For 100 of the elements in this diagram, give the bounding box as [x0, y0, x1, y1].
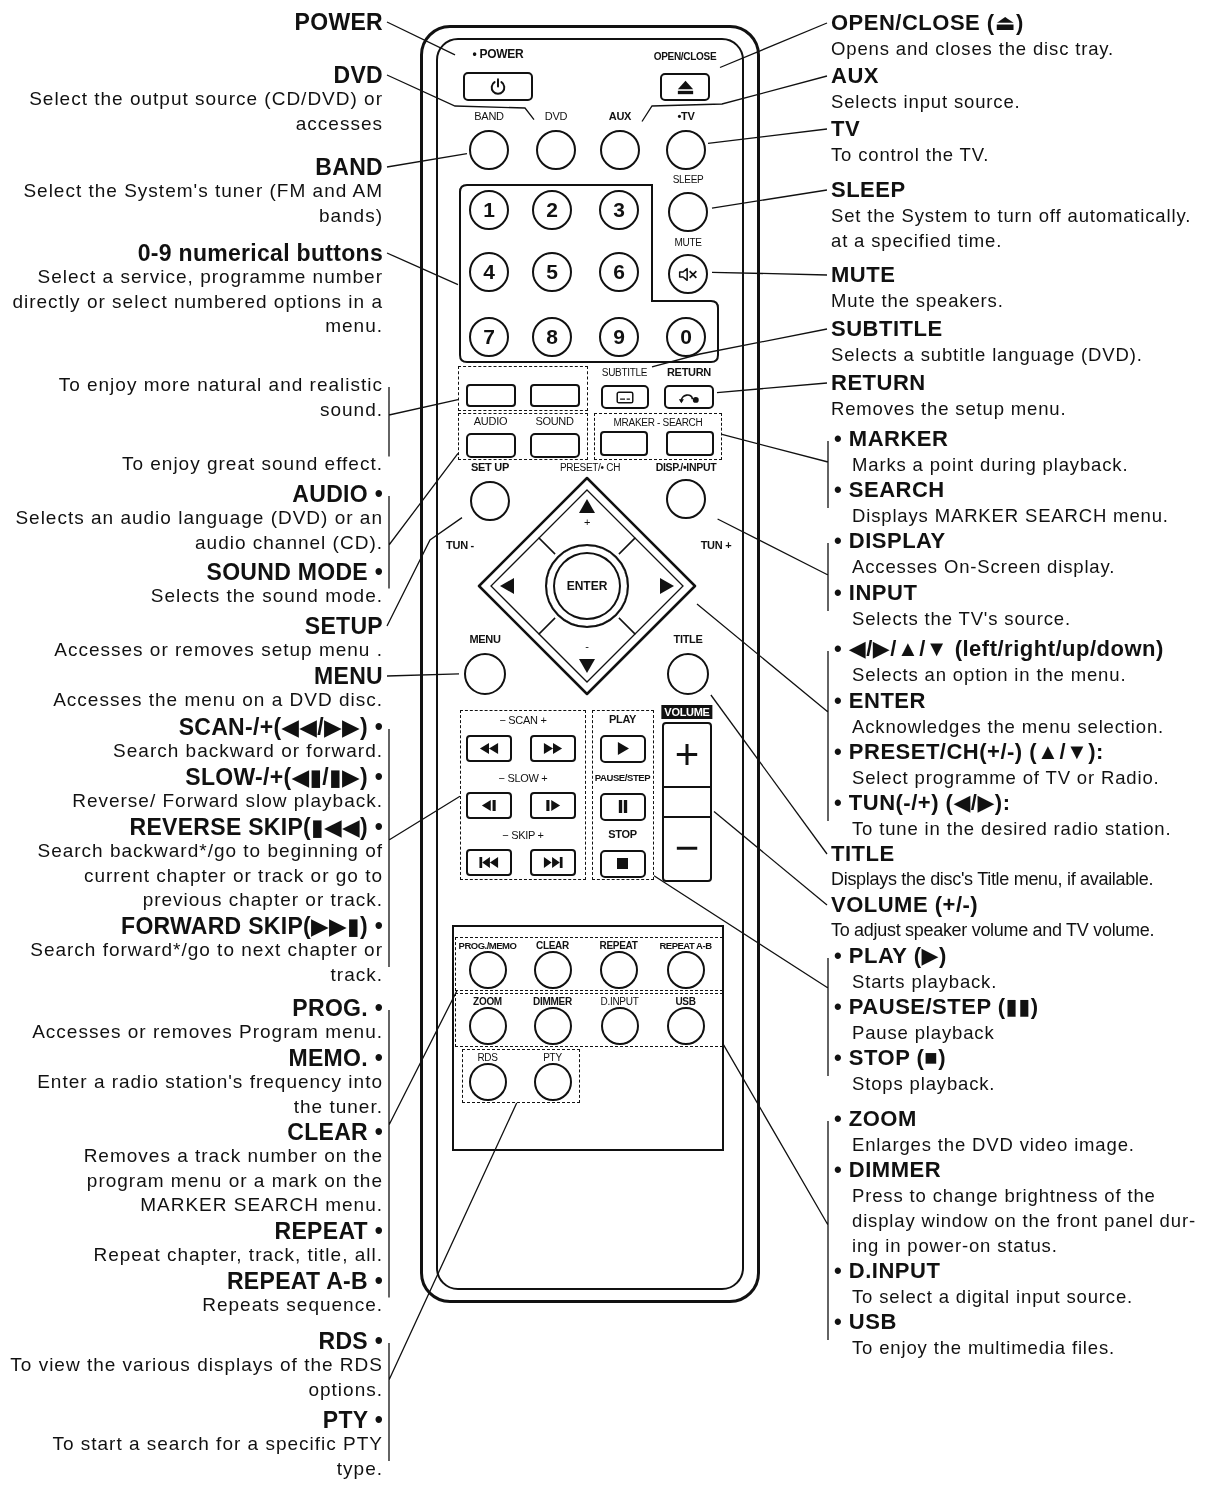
number-button: 9	[599, 317, 639, 357]
callout-description: Accesses or removes Program menu.	[32, 1020, 383, 1044]
button-label: • POWER	[472, 48, 524, 61]
callout-description: To enjoy great sound effect.	[121, 452, 383, 476]
dashed-button-group	[455, 993, 723, 1047]
button-label: − SLOW +	[498, 772, 548, 785]
callout-heading: MENU	[314, 664, 383, 688]
callout-description: Opens and closes the disc tray.	[831, 37, 1115, 61]
callout-description: Removes a track number on the program menu or a mark on the MARKER SEARCH menu.	[82, 1144, 383, 1217]
button-label: PRESET/• CH	[559, 461, 621, 474]
dashed-button-group	[592, 710, 654, 880]
callout-heading: AUX	[831, 64, 879, 88]
leader-line	[721, 433, 829, 509]
callout-description: Search backward*/go to beginning of current chapter or track or go to previous chapter or track.	[36, 840, 383, 912]
rect-button	[529, 791, 576, 819]
dashed-button-group	[458, 366, 588, 411]
button-label: TITLE	[673, 633, 703, 646]
leader-line	[713, 810, 828, 906]
button-label: PLAY	[608, 712, 637, 726]
button-label: STOP	[608, 827, 637, 841]
callout-heading: SUBTITLE	[831, 317, 943, 341]
number-button: 4	[469, 252, 509, 292]
button-label: USB	[675, 994, 696, 1008]
button-label: SOUND	[535, 414, 574, 428]
callout-heading: • SEARCH	[834, 478, 945, 502]
callout-heading: REPEAT •	[274, 1219, 383, 1243]
callout-description: Enter a radio station's frequency into the tuner.	[36, 1070, 383, 1119]
callout-description: Press to change brightness of the display window on the front panel dur-ing in power-on status.	[852, 1184, 1197, 1258]
callout-heading: SETUP	[304, 614, 383, 638]
callout-description: To start a search for a specific PTY type.	[51, 1432, 383, 1481]
callout-description: Mute the speakers.	[831, 289, 1004, 313]
callout-description: Repeats sequence.	[202, 1293, 383, 1317]
callout-heading: • TUN(-/+) (◀/▶):	[834, 791, 1011, 815]
button-label: DISP./•INPUT	[655, 461, 717, 474]
button-label: REPEAT	[599, 938, 638, 952]
button-label: SUBTITLE	[601, 366, 648, 379]
leader-line	[711, 271, 828, 276]
callout-heading: DVD	[333, 63, 383, 87]
button-label: BAND	[474, 110, 504, 123]
button-label: •TV	[677, 110, 695, 123]
callout-heading: • PAUSE/STEP (▮▮)	[834, 995, 1039, 1019]
button-label: DIMMER	[533, 994, 572, 1008]
dashed-button-group	[460, 710, 586, 880]
rect-button	[465, 791, 512, 819]
callout-description: Starts playback.	[852, 970, 998, 994]
callout-description: Displays the disc's Title menu, if available.	[831, 868, 1154, 891]
callout-heading: • D.INPUT	[834, 1259, 941, 1283]
button-label: ZOOM	[473, 994, 502, 1008]
button-label: TUN +	[700, 539, 732, 552]
button-label: OPEN/CLOSE	[653, 50, 717, 63]
button-panel	[452, 925, 724, 1151]
dashed-button-group	[458, 413, 588, 460]
callout-description: Select programme of TV or Radio.	[852, 766, 1160, 790]
callout-heading: • ENTER	[834, 689, 926, 713]
button-label: SET UP	[471, 461, 509, 474]
rect-button	[529, 848, 576, 876]
callout-heading: • INPUT	[834, 581, 918, 605]
button-label: MENU	[469, 633, 501, 646]
leader-line	[716, 518, 829, 612]
leader-line	[696, 603, 829, 822]
button-label: PAUSE/STEP	[594, 770, 651, 784]
callout-heading: REPEAT A-B •	[226, 1269, 383, 1293]
callout-heading: RDS •	[318, 1329, 383, 1353]
rect-button	[465, 848, 512, 876]
leader-line	[716, 382, 828, 394]
callout-heading: • DIMMER	[834, 1158, 942, 1182]
number-button: 7	[469, 317, 509, 357]
callout-description: To control the TV.	[831, 143, 990, 167]
rect-button	[599, 430, 648, 456]
number-button: 2	[532, 190, 572, 230]
callout-description: Repeat chapter, track, title, all.	[93, 1243, 383, 1267]
callout-heading: 0-9 numerical buttons	[137, 241, 383, 265]
rect-button	[529, 734, 576, 762]
callout-heading: POWER	[294, 10, 383, 34]
callout-description: Selects an audio language (DVD) or an audio channel (CD).	[14, 506, 383, 555]
leader-line	[386, 21, 456, 56]
leader-line	[388, 728, 461, 968]
callout-description: Search forward*/go to next chapter or track.	[29, 939, 383, 987]
button-label: − SCAN +	[499, 714, 547, 727]
callout-heading: • PRESET/CH(+/-) (▲/▼):	[834, 740, 1104, 764]
leader-line	[641, 75, 828, 123]
button-label: +	[583, 516, 591, 529]
button-label: TUN -	[446, 539, 474, 552]
callout-description: Marks a point during playback.	[852, 453, 1129, 477]
callout-description: Displays MARKER SEARCH menu.	[852, 504, 1169, 528]
callout-heading: RETURN	[831, 371, 926, 395]
callout-heading: SLOW-/+(◀▮/▮▶) •	[185, 765, 383, 789]
callout-description: To view the various displays of the RDS options.	[9, 1353, 383, 1402]
volume-sign: −	[672, 828, 702, 868]
button-label: PROG./MEMO	[458, 938, 517, 952]
callout-heading: • PLAY (▶)	[834, 944, 947, 968]
number-button: 8	[532, 317, 572, 357]
number-button: 1	[469, 190, 509, 230]
callout-description: To enjoy the multimedia files.	[852, 1336, 1116, 1360]
callout-description: Select a service, programme number directly or select numbered options in a menu.	[11, 265, 383, 338]
callout-heading: PROG. •	[292, 996, 383, 1020]
callout-heading: • MARKER	[834, 427, 949, 451]
callout-heading: AUDIO •	[292, 482, 383, 506]
callout-description: Selects the TV's source.	[852, 607, 1071, 631]
callout-description: Acknowledges the menu selection.	[852, 715, 1165, 739]
